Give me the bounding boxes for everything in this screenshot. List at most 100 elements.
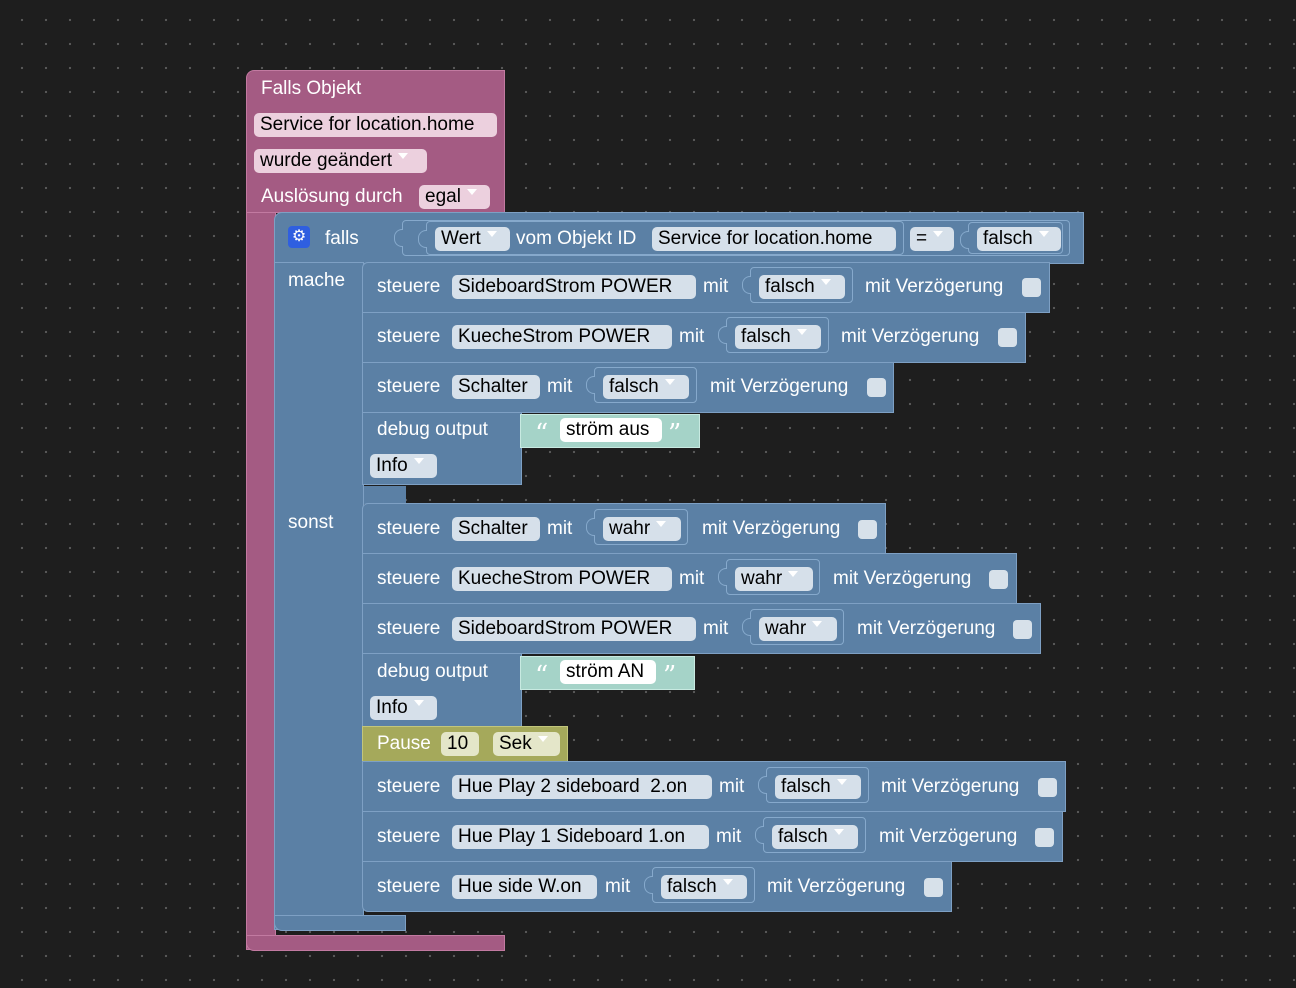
control-value-dropdown[interactable]: falsch [661, 875, 747, 899]
control-value-text: falsch [667, 876, 717, 897]
chevron-down-icon [788, 570, 799, 577]
control-value-text: falsch [765, 276, 815, 297]
close-quote-icon: ” [668, 419, 682, 449]
open-quote-icon: “ [535, 661, 549, 691]
trigger-block-bottom [246, 935, 505, 951]
mit-label: mit [703, 618, 729, 639]
steuere-label: steuere [377, 776, 441, 797]
chevron-down-icon [537, 735, 548, 742]
control-object-field[interactable]: Hue Play 2 sideboard 2.on [452, 775, 712, 799]
trigger-by-label: Auslösung durch [261, 186, 403, 207]
pause-unit-text: Sek [499, 733, 532, 754]
if-else-block-spine [274, 262, 364, 930]
log-level-dropdown[interactable]: Info [370, 454, 437, 478]
trigger-block-spine [246, 212, 276, 950]
operator-text: = [916, 228, 928, 249]
mit-label: mit [547, 518, 573, 539]
control-object-field[interactable]: KuecheStrom POWER [452, 325, 672, 349]
control-value-dropdown[interactable]: falsch [772, 825, 858, 849]
control-object-field[interactable]: Schalter [452, 375, 540, 399]
control-value-dropdown[interactable]: wahr [603, 517, 681, 541]
control-object-field[interactable]: Schalter [452, 517, 540, 541]
trigger-event-dropdown[interactable]: wurde geändert [254, 149, 427, 173]
mit-label: mit [679, 326, 705, 347]
control-object-field[interactable]: SideboardStrom POWER [452, 617, 696, 641]
log-level-dropdown[interactable]: Info [370, 696, 437, 720]
chevron-down-icon [413, 457, 424, 464]
if-else-mid-arm [364, 486, 406, 504]
mit-label: mit [605, 876, 631, 897]
pause-unit-dropdown[interactable]: Sek [493, 732, 560, 756]
steuere-label: steuere [377, 618, 441, 639]
trigger-by-dropdown[interactable]: egal [419, 185, 490, 209]
control-object-text: KuecheStrom POWER [458, 568, 651, 589]
control-value-text: wahr [765, 618, 807, 639]
chevron-down-icon [833, 828, 844, 835]
control-value-dropdown[interactable]: falsch [735, 325, 821, 349]
delay-checkbox[interactable] [989, 570, 1008, 589]
text-field-value: ström aus [566, 419, 650, 440]
condition-object-field[interactable]: Service for location.home [652, 227, 896, 251]
condition-object-text: Service for location.home [658, 228, 873, 249]
mit-label: mit [719, 776, 745, 797]
log-level-text: Info [376, 697, 408, 718]
chevron-down-icon [413, 699, 424, 706]
text-field[interactable]: ström aus [560, 418, 662, 442]
steuere-label: steuere [377, 826, 441, 847]
control-object-text: Hue Play 2 sideboard 2.on [458, 776, 688, 797]
control-value-dropdown[interactable]: falsch [603, 375, 689, 399]
chevron-down-icon [466, 188, 477, 195]
control-value-dropdown[interactable]: falsch [759, 275, 845, 299]
delay-checkbox[interactable] [1035, 828, 1054, 847]
delay-checkbox[interactable] [924, 878, 943, 897]
operator-dropdown[interactable]: = [910, 227, 954, 251]
control-object-field[interactable]: Hue side W.on [452, 875, 597, 899]
control-object-field[interactable]: Hue Play 1 Sideboard 1.on [452, 825, 709, 849]
open-quote-icon: “ [535, 419, 549, 449]
text-field[interactable]: ström AN [560, 660, 656, 684]
control-object-text: Hue side W.on [458, 876, 582, 897]
delay-label: mit Verzögerung [710, 376, 849, 397]
trigger-by-text: egal [425, 186, 461, 207]
control-value-text: wahr [609, 518, 651, 539]
pause-amount-text: 10 [447, 733, 469, 754]
falls-label: falls [325, 228, 359, 249]
steuere-label: steuere [377, 326, 441, 347]
control-object-field[interactable]: KuecheStrom POWER [452, 567, 672, 591]
text-field-value: ström AN [566, 661, 645, 682]
trigger-event-text: wurde geändert [260, 150, 393, 171]
delay-checkbox[interactable] [858, 520, 877, 539]
delay-label: mit Verzögerung [702, 518, 841, 539]
if-else-block-bottom [274, 915, 406, 931]
delay-label: mit Verzögerung [857, 618, 996, 639]
value-type-dropdown[interactable]: Wert [435, 227, 510, 251]
steuere-label: steuere [377, 876, 441, 897]
close-quote-icon: ” [663, 661, 677, 691]
debug-output-label: debug output [377, 419, 488, 440]
gear-icon[interactable]: ⚙ [288, 226, 310, 248]
delay-label: mit Verzögerung [767, 876, 906, 897]
delay-checkbox[interactable] [1038, 778, 1057, 797]
delay-checkbox[interactable] [998, 328, 1017, 347]
control-value-dropdown[interactable]: wahr [759, 617, 837, 641]
control-value-text: falsch [609, 376, 659, 397]
control-value-dropdown[interactable]: wahr [735, 567, 813, 591]
pause-amount-field[interactable]: 10 [441, 732, 479, 756]
mache-label: mache [288, 270, 346, 291]
delay-checkbox[interactable] [1013, 620, 1032, 639]
steuere-label: steuere [377, 568, 441, 589]
chevron-down-icon [398, 152, 409, 159]
compare-value-text: falsch [983, 228, 1033, 249]
delay-label: mit Verzögerung [833, 568, 972, 589]
chevron-down-icon [486, 230, 497, 237]
control-object-field[interactable]: SideboardStrom POWER [452, 275, 696, 299]
chevron-down-icon [796, 328, 807, 335]
delay-checkbox[interactable] [1022, 278, 1041, 297]
compare-value-dropdown[interactable]: falsch [977, 227, 1061, 251]
delay-label: mit Verzögerung [865, 276, 1004, 297]
mit-label: mit [547, 376, 573, 397]
chevron-down-icon [812, 620, 823, 627]
delay-checkbox[interactable] [867, 378, 886, 397]
control-value-dropdown[interactable]: falsch [775, 775, 861, 799]
trigger-object-field[interactable]: Service for location.home [254, 113, 497, 137]
